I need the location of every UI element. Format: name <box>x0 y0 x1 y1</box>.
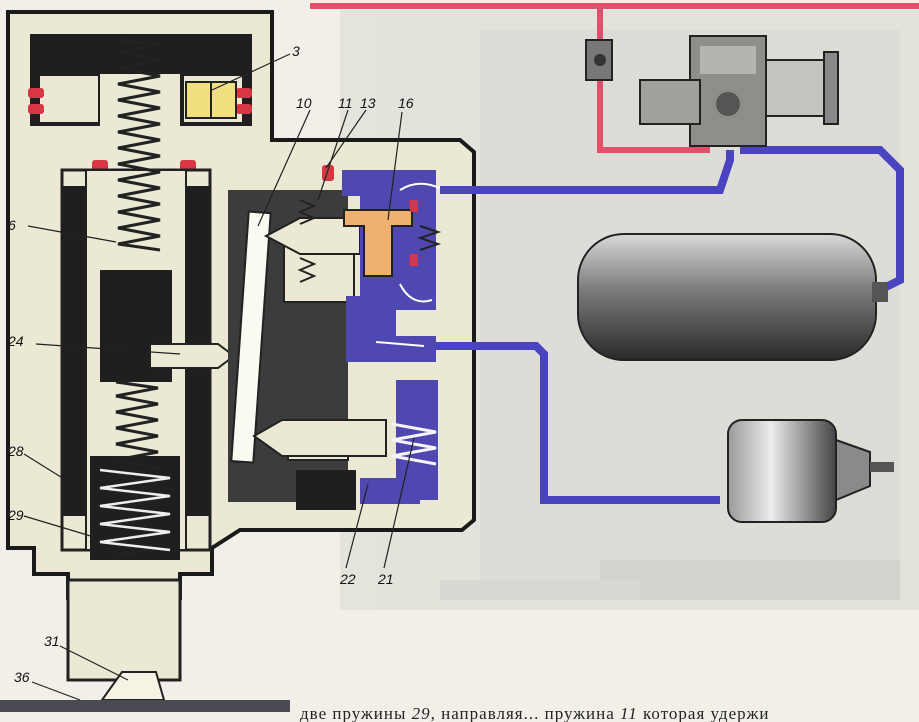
spring-13 <box>297 199 317 283</box>
label-24: 24 <box>8 333 24 349</box>
valve-16 <box>343 200 418 277</box>
caption-num-1: 29 <box>411 704 431 722</box>
upper-spring <box>117 38 161 252</box>
label-16: 16 <box>398 95 414 111</box>
spring-29 <box>99 468 171 552</box>
caption-part-3: которая удержи <box>637 704 770 722</box>
red-pipe-valve <box>585 39 613 81</box>
blue-pipeline <box>436 146 904 504</box>
label-28: 28 <box>8 443 24 459</box>
label-36: 36 <box>14 669 30 685</box>
label-29: 29 <box>8 507 24 523</box>
label-13: 13 <box>360 95 376 111</box>
label-21: 21 <box>378 571 394 587</box>
label-10: 10 <box>296 95 312 111</box>
outlet-shaft <box>66 578 182 701</box>
label-22: 22 <box>340 571 356 587</box>
leader-lines <box>23 53 415 701</box>
caption-part-2: , направляя... пружина <box>430 704 621 722</box>
caption-num-2: 11 <box>620 704 638 722</box>
spring-21 <box>391 422 437 466</box>
base-plate-36 <box>0 700 290 712</box>
label-11: 11 <box>338 95 353 111</box>
spring-valve <box>416 225 442 251</box>
pusher-24 <box>149 343 236 369</box>
brake-chamber <box>727 419 894 523</box>
caption-fragment: две пружины 29, направляя... пружина 11 … <box>300 704 919 722</box>
flow-arrows <box>375 182 441 347</box>
distribution-valve <box>639 35 839 147</box>
lever-10 <box>230 210 272 464</box>
part-3-yellow <box>185 81 237 119</box>
label-3: 3 <box>292 43 300 59</box>
plunger-lower <box>252 419 387 457</box>
caption-part-1: две пружины <box>300 704 412 722</box>
air-reservoir <box>577 233 888 361</box>
air-channel-lower <box>360 380 438 504</box>
label-31: 31 <box>44 633 60 649</box>
label-6: 6 <box>8 217 16 233</box>
